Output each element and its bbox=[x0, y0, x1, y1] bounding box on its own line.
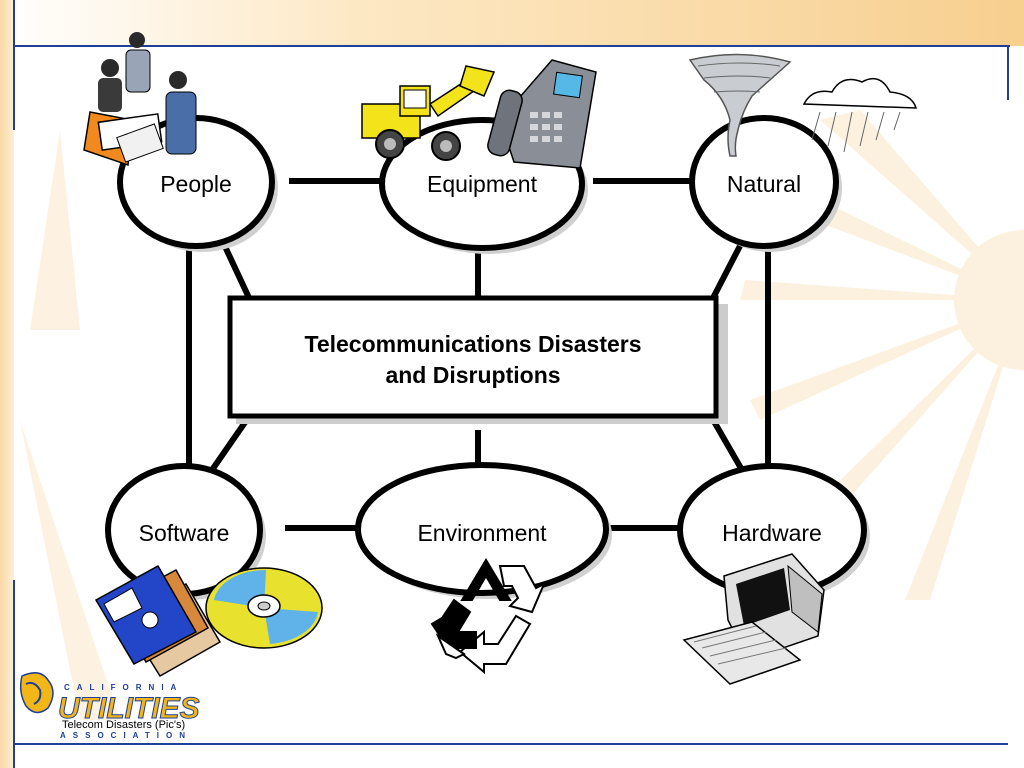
loader-truck-icon bbox=[361, 65, 496, 161]
node-label-equipment: Equipment bbox=[427, 171, 538, 197]
connector-software-center bbox=[209, 416, 251, 472]
node-label-hardware: Hardware bbox=[722, 520, 822, 546]
node-label-environment: Environment bbox=[417, 520, 547, 546]
center-title-line2: and Disruptions bbox=[385, 362, 560, 388]
footer-caption: Telecom Disasters (Pic's) bbox=[62, 719, 185, 731]
logo-main-text: UTILITIES bbox=[58, 692, 200, 725]
logo-top-text: CALIFORNIA bbox=[64, 683, 183, 692]
computer-icon bbox=[682, 553, 825, 685]
node-label-people: People bbox=[160, 171, 232, 197]
california-utilities-logo: CALIFORNIA UTILITIES ASSOCIATION Telecom… bbox=[19, 672, 200, 740]
logo-bottom-text: ASSOCIATION bbox=[60, 731, 192, 740]
floppy-disk-cd-icon bbox=[94, 564, 323, 678]
connector-natural-center bbox=[709, 240, 745, 302]
tornado-storm-icon bbox=[688, 53, 918, 157]
node-environment: Environment bbox=[355, 462, 612, 599]
connector-people-center bbox=[219, 238, 253, 302]
connector-hardware-center bbox=[709, 416, 745, 472]
people-meeting-icon bbox=[83, 32, 197, 167]
node-software: Software bbox=[105, 463, 266, 600]
node-natural: Natural bbox=[689, 115, 842, 252]
center-title-line1: Telecommunications Disasters bbox=[304, 331, 641, 357]
connectors bbox=[186, 178, 771, 531]
node-label-natural: Natural bbox=[727, 171, 801, 197]
recycle-icon bbox=[430, 558, 546, 675]
node-label-software: Software bbox=[139, 520, 230, 546]
desk-phone-icon bbox=[487, 59, 597, 169]
center-box: Telecommunications Disasters and Disrupt… bbox=[227, 295, 728, 424]
